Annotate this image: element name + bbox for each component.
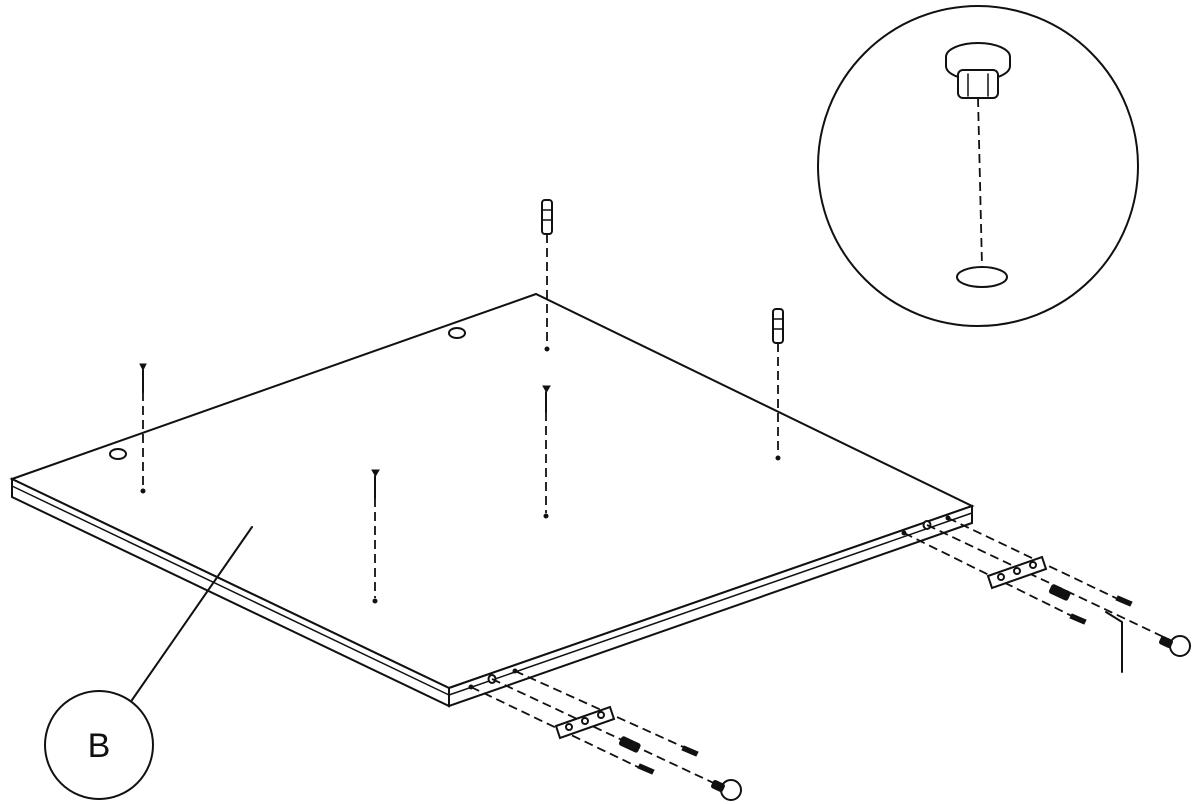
screw-icon [681,745,699,757]
knob-icon [1159,635,1191,657]
connector-bracket-icon [554,705,616,740]
dowel-icon [541,199,553,352]
screw-icon [637,763,655,775]
panel-hole [109,448,127,460]
callout-circle [817,5,1139,327]
knob-icon [711,779,742,801]
connector-bracket-icon [986,555,1048,590]
callout-guide-line [977,97,983,267]
screw-icon [542,385,551,519]
hardware-group-front [470,670,742,801]
label-circle [44,690,154,800]
part-label: B [88,727,111,765]
dowel-icon [618,736,641,753]
hardware-group-back [903,517,1191,673]
dowel-icon [1048,584,1071,601]
callout-hole [956,266,1008,288]
panel-top-face [9,292,975,690]
screw-icon [139,363,147,494]
part-label-callout: B [44,526,253,800]
panel-hole [448,327,466,339]
cap-icon [945,42,1011,99]
shelf-panel [9,292,975,708]
detail-callout [817,5,1139,327]
panel-edge-line [448,512,973,696]
panel-edge-line [11,485,450,696]
screw-icon [1115,595,1133,607]
panel-right-edge [448,504,973,708]
dowel-icon [772,308,784,461]
allen-key-icon [1105,611,1123,673]
vertical-fasteners [139,199,784,604]
screw-icon [371,469,380,604]
screw-icon [1069,613,1087,625]
leader-line [131,526,253,701]
